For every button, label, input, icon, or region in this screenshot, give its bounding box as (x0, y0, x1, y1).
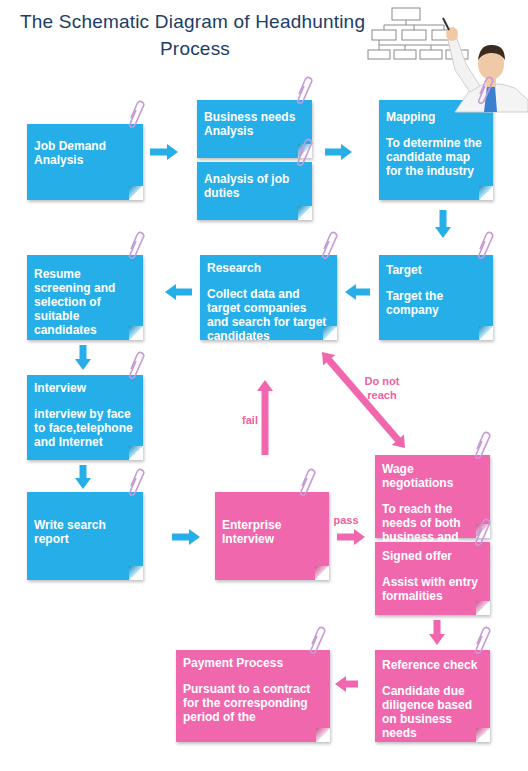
box-heading: Signed offer (382, 549, 483, 563)
process-box: Interview interview by face to face,telep… (27, 375, 143, 460)
process-box: Enterprise Interview (215, 492, 329, 580)
box-heading: Mapping (386, 110, 486, 124)
diagram-title: The Schematic Diagram of Headhunting Pro… (10, 8, 375, 62)
box-heading: Enterprise Interview (222, 518, 322, 546)
flow-arrow (325, 144, 352, 160)
process-box: Reference checkCandidate due diligence b… (375, 650, 490, 742)
process-box: Job Demand Analysis (27, 124, 143, 200)
edge-label: fail (236, 413, 264, 427)
org-chart-sketch (368, 8, 468, 59)
box-text: Target the company (386, 289, 486, 317)
box-text: To determine the candidate map for the i… (386, 136, 486, 178)
edge-label: Do not reach (358, 374, 406, 402)
flow-arrow (257, 380, 273, 455)
process-box: Business needs Analysis (197, 100, 312, 158)
box-heading: Business needs Analysis (204, 110, 305, 138)
flow-arrow (172, 529, 200, 545)
box-heading: Reference check (382, 658, 483, 672)
paper-clips (130, 77, 493, 653)
process-box: TargetTarget the company (379, 255, 493, 340)
flow-arrow (165, 284, 192, 300)
box-heading: Resume screening and selection of suitab… (34, 267, 136, 337)
box-heading: Write search report (34, 518, 136, 546)
man-illustration (443, 18, 528, 112)
box-heading: Research (207, 261, 330, 275)
flow-arrow (75, 345, 91, 370)
box-text: Candidate due diligence based on busines… (382, 684, 483, 740)
box-heading: Target (386, 263, 486, 277)
flow-arrow (335, 676, 358, 692)
process-box: Analysis of job duties (197, 162, 312, 220)
process-box: Signed offerAssist with entry formalitie… (375, 542, 490, 615)
edge-label: pass (330, 513, 362, 527)
flow-arrow (337, 529, 365, 545)
flow-arrow (435, 210, 451, 238)
flow-arrow (322, 352, 405, 448)
box-text: interview by face to face,telephone and … (34, 407, 136, 449)
box-text: Collect data and target companies and se… (207, 287, 330, 343)
flow-arrow (150, 144, 178, 160)
flow-arrow (345, 284, 370, 300)
flow-arrow (429, 620, 445, 645)
process-box: Mapping To determine the candidate map fo… (379, 100, 493, 200)
process-box: Resume screening and selection of suitab… (27, 255, 143, 340)
box-heading: Job Demand Analysis (34, 139, 136, 167)
box-heading: Analysis of job duties (204, 172, 305, 200)
process-box: ResearchCollect data and target companie… (200, 255, 337, 340)
flow-arrow (75, 465, 91, 489)
box-text: Pursuant to a contract for the correspon… (183, 682, 323, 724)
box-heading: Wage negotiations (382, 462, 483, 490)
process-box: Wage negotiationsTo reach the needs of b… (375, 455, 490, 538)
box-heading: Payment Process (183, 656, 323, 670)
box-text: Assist with entry formalities (382, 575, 483, 603)
box-heading: Interview (34, 381, 136, 395)
process-box: Payment ProcessPursuant to a contract fo… (176, 650, 330, 742)
process-box: Write search report (27, 492, 143, 580)
